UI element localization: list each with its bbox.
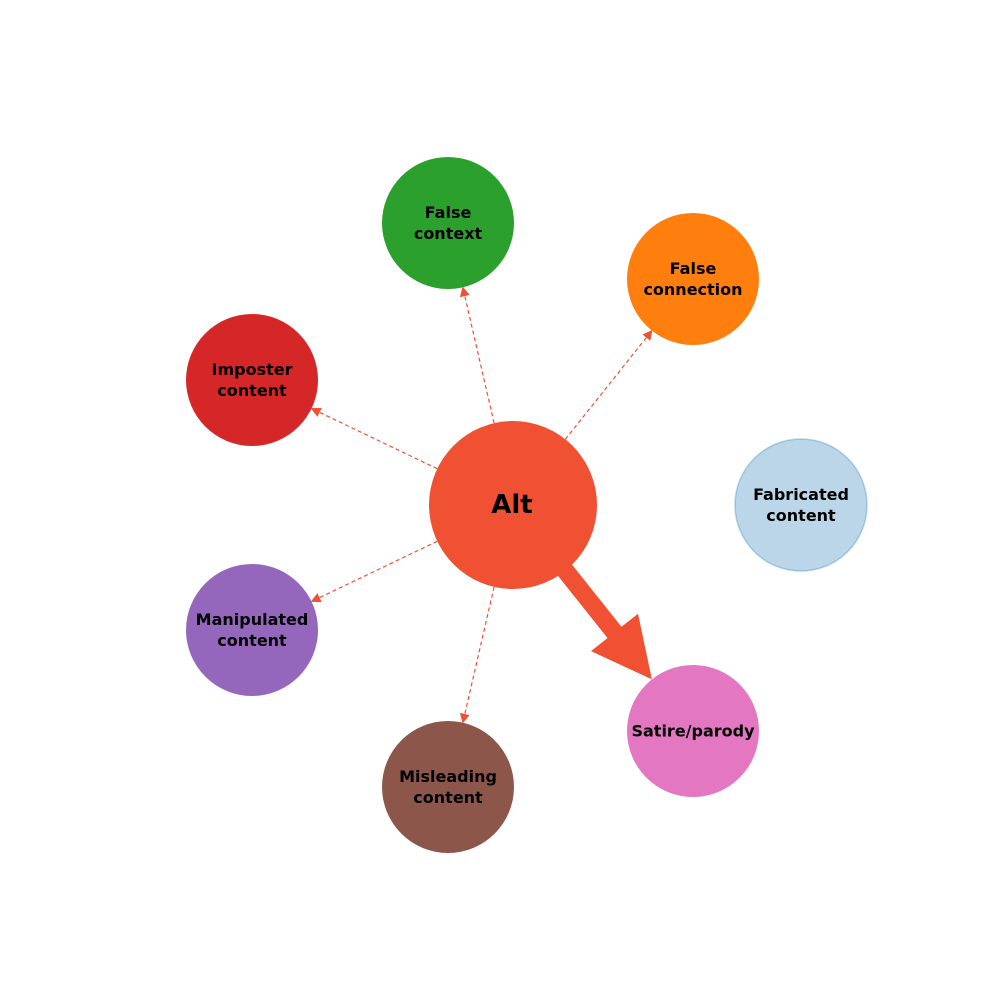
- node-manipulated-content: Manipulated content: [186, 564, 318, 696]
- edge-false-context: [459, 286, 495, 424]
- node-satire-parody: Satire/parody: [627, 665, 759, 797]
- center-node-circle: [429, 421, 597, 589]
- node-false-context: False context: [382, 157, 514, 289]
- edge-satire-parody-thick-arrow: [539, 541, 652, 680]
- node-manipulated-content-label-line: content: [217, 631, 287, 650]
- node-manipulated-content-circle: [186, 564, 318, 696]
- node-misleading-content: Misleading content: [382, 721, 514, 853]
- node-satire-parody-label-line: Satire/parody: [631, 722, 755, 741]
- node-fabricated-content: Fabricated content: [734, 438, 868, 572]
- center-node-label: Alt: [491, 490, 532, 520]
- node-misleading-content-label-line: Misleading: [399, 767, 497, 786]
- edges-layer: [310, 286, 653, 724]
- node-false-connection-label-line: False: [670, 259, 717, 278]
- node-false-context-label-line: False: [425, 203, 472, 222]
- edge-false-connection: [564, 329, 653, 440]
- node-imposter-content-circle: [186, 314, 318, 446]
- node-fabricated-content-circle: [734, 438, 868, 572]
- node-false-context-label-line: context: [414, 224, 483, 243]
- node-imposter-content-label-line: Imposter: [212, 360, 293, 379]
- edge-imposter-content: [310, 407, 438, 470]
- node-imposter-content: Imposter content: [186, 314, 318, 446]
- node-false-connection: False connection: [627, 213, 759, 345]
- node-false-connection-label-line: connection: [643, 280, 742, 299]
- node-satire-parody-circle: [627, 665, 759, 797]
- node-imposter-content-label-line: content: [217, 381, 287, 400]
- nodes-layer: FalsecontextFalseconnectionFabricatedcon…: [186, 157, 868, 853]
- node-misleading-content-label-line: content: [413, 788, 483, 807]
- node-fabricated-content-label-line: Fabricated: [753, 485, 849, 504]
- edge-misleading-content: [459, 586, 495, 724]
- center-layer: Alt: [429, 421, 597, 589]
- node-misleading-content-circle: [382, 721, 514, 853]
- node-false-context-circle: [382, 157, 514, 289]
- edge-manipulated-content: [310, 540, 438, 603]
- node-manipulated-content-label-line: Manipulated: [196, 610, 309, 629]
- node-fabricated-content-label-line: content: [766, 506, 836, 525]
- node-false-connection-circle: [627, 213, 759, 345]
